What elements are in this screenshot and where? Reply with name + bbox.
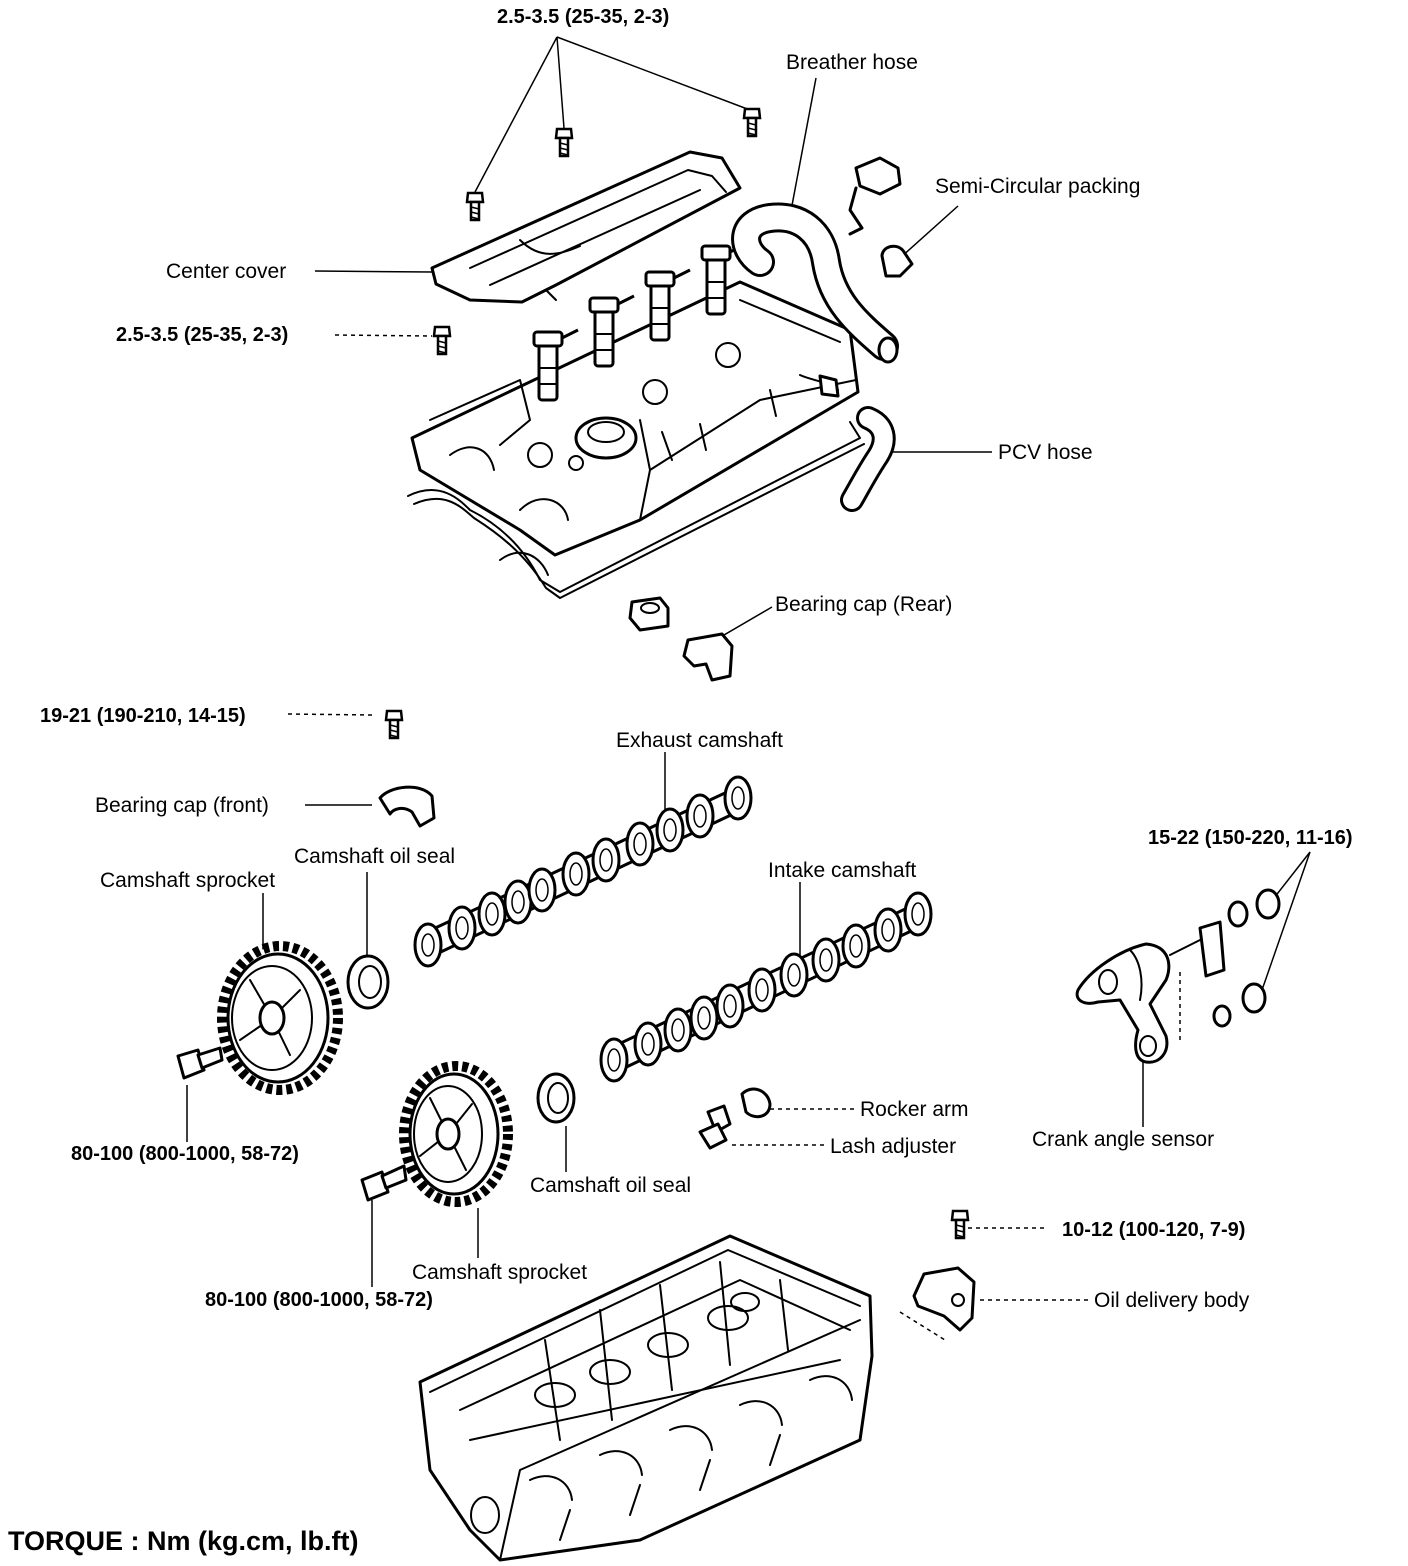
torque-label-sprocket-left: 80-100 (800-1000, 58-72) bbox=[71, 1143, 299, 1165]
torque-label-sensor: 15-22 (150-220, 11-16) bbox=[1148, 827, 1353, 849]
semi-circular-packing-label: Semi-Circular packing bbox=[935, 175, 1141, 198]
torque-label-cover-bolt: 2.5-3.5 (25-35, 2-3) bbox=[116, 324, 289, 346]
exhaust-camshaft bbox=[413, 775, 753, 968]
rocker-cover bbox=[407, 280, 865, 599]
torque-units-footer: TORQUE : Nm (kg.cm, lb.ft) bbox=[8, 1526, 359, 1556]
pcv-hose bbox=[818, 374, 896, 512]
breather-hose bbox=[731, 202, 899, 364]
crank-angle-sensor bbox=[1075, 888, 1281, 1064]
semi-circular-packing bbox=[848, 156, 914, 278]
torque-label-top-bolts: 2.5-3.5 (25-35, 2-3) bbox=[497, 6, 670, 28]
center-cover bbox=[430, 150, 742, 304]
camshaft-sprocket-upper-label: Camshaft sprocket bbox=[100, 869, 276, 892]
bearing-cap-bolt bbox=[384, 709, 404, 740]
center-cover-label: Center cover bbox=[166, 260, 287, 283]
breather-hose-label: Breather hose bbox=[786, 51, 918, 74]
torque-label-oil-delivery: 10-12 (100-120, 7-9) bbox=[1062, 1219, 1246, 1241]
torque-label-sprocket-right: 80-100 (800-1000, 58-72) bbox=[205, 1289, 433, 1311]
camshaft-oil-seal-upper-label: Camshaft oil seal bbox=[294, 845, 456, 868]
exhaust-camshaft-label: Exhaust camshaft bbox=[616, 729, 783, 752]
rocker-arm-lash-adjuster bbox=[698, 1087, 772, 1150]
cylinder-head bbox=[418, 1234, 874, 1562]
sprocket-bolts bbox=[176, 1046, 408, 1202]
bearing-cap-front-label: Bearing cap (front) bbox=[95, 794, 269, 817]
pcv-hose-label: PCV hose bbox=[998, 441, 1093, 464]
intake-camshaft bbox=[599, 891, 933, 1083]
bearing-cap-rear-label: Bearing cap (Rear) bbox=[775, 593, 953, 616]
torque-label-bearing-cap: 19-21 (190-210, 14-15) bbox=[40, 705, 246, 727]
oil-delivery-body bbox=[912, 1209, 976, 1332]
camshaft-sprocket-upper bbox=[217, 941, 343, 1095]
intake-camshaft-label: Intake camshaft bbox=[768, 859, 917, 882]
bearing-cap-rear bbox=[628, 596, 734, 682]
lash-adjuster-label: Lash adjuster bbox=[830, 1135, 957, 1158]
bearing-cap-front bbox=[378, 785, 436, 828]
rocker-arm-label: Rocker arm bbox=[860, 1098, 969, 1121]
camshaft-sprocket-lower-label: Camshaft sprocket bbox=[412, 1261, 588, 1284]
camshaft-oil-seal-lower-label: Camshaft oil seal bbox=[530, 1174, 692, 1197]
camshaft-sprocket-lower bbox=[399, 1061, 513, 1207]
leader-lines bbox=[186, 36, 1311, 1341]
oil-delivery-body-label: Oil delivery body bbox=[1094, 1289, 1250, 1312]
camshaft-oil-seals bbox=[346, 954, 576, 1124]
crank-angle-sensor-label: Crank angle sensor bbox=[1032, 1128, 1215, 1151]
